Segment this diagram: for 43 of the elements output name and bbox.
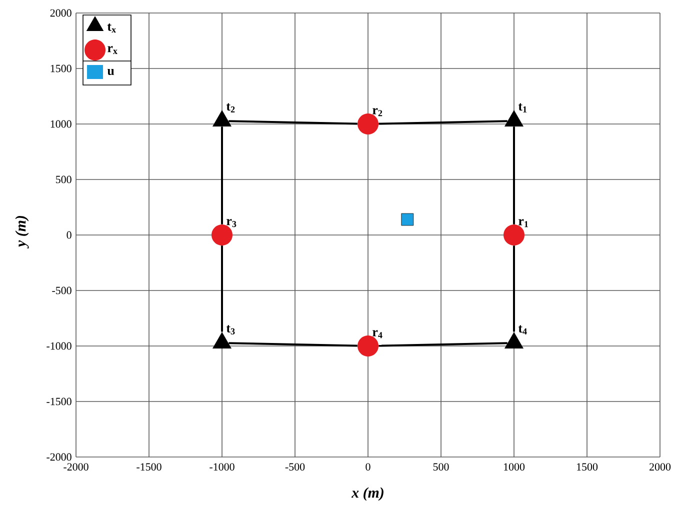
- marker-label: t$_{2}$: [226, 103, 235, 112]
- legend-label: t$_{x}$: [107, 23, 116, 33]
- marker-label: r$_{2}$: [372, 108, 382, 116]
- connecting-line: [221, 246, 223, 332]
- axis-title: y (m): [15, 216, 29, 248]
- tick-label: -2000: [64, 463, 88, 471]
- circle-marker: [358, 335, 378, 356]
- circle-marker: [504, 224, 524, 246]
- tick-label: 1000: [504, 463, 525, 471]
- legend-label: r$_{x}$: [108, 46, 118, 54]
- connecting-line: [513, 126, 515, 224]
- connecting-line: [228, 342, 358, 347]
- tick-label: 2000: [650, 463, 671, 471]
- triangle-marker: [504, 110, 524, 126]
- tick-label: 0: [366, 463, 370, 471]
- marker-label: t$_{1}$: [518, 103, 527, 112]
- tick-label: 1000: [50, 120, 72, 128]
- connecting-line: [378, 120, 508, 125]
- tick-label: 0: [66, 231, 72, 239]
- marker-label: r$_{4}$: [372, 330, 382, 338]
- marker-label: t$_{4}$: [518, 325, 527, 334]
- tick-label: -500: [52, 286, 72, 294]
- tick-label: -1500: [136, 463, 162, 471]
- connecting-line: [513, 246, 515, 332]
- tick-label: -2000: [46, 453, 72, 461]
- legend-label: u: [107, 68, 114, 76]
- marker-label: r$_{3}$: [226, 218, 236, 228]
- connecting-line: [378, 342, 508, 347]
- axis-title: x (m): [351, 487, 384, 501]
- marker-label: r$_{1}$: [518, 219, 528, 228]
- connecting-line: [221, 126, 223, 224]
- square-marker: [401, 213, 414, 226]
- tick-label: -1000: [46, 342, 72, 350]
- tick-label: -1000: [210, 463, 234, 471]
- tick-label: 500: [56, 176, 72, 184]
- tick-label: 500: [433, 463, 449, 471]
- tick-label: -500: [285, 463, 305, 471]
- marker-label: t$_{3}$: [226, 325, 235, 334]
- tick-label: -1500: [46, 398, 72, 406]
- tick-label: 1500: [50, 64, 72, 72]
- connecting-line: [228, 120, 358, 125]
- tick-label: 1500: [577, 463, 598, 471]
- tick-label: 2000: [50, 9, 72, 17]
